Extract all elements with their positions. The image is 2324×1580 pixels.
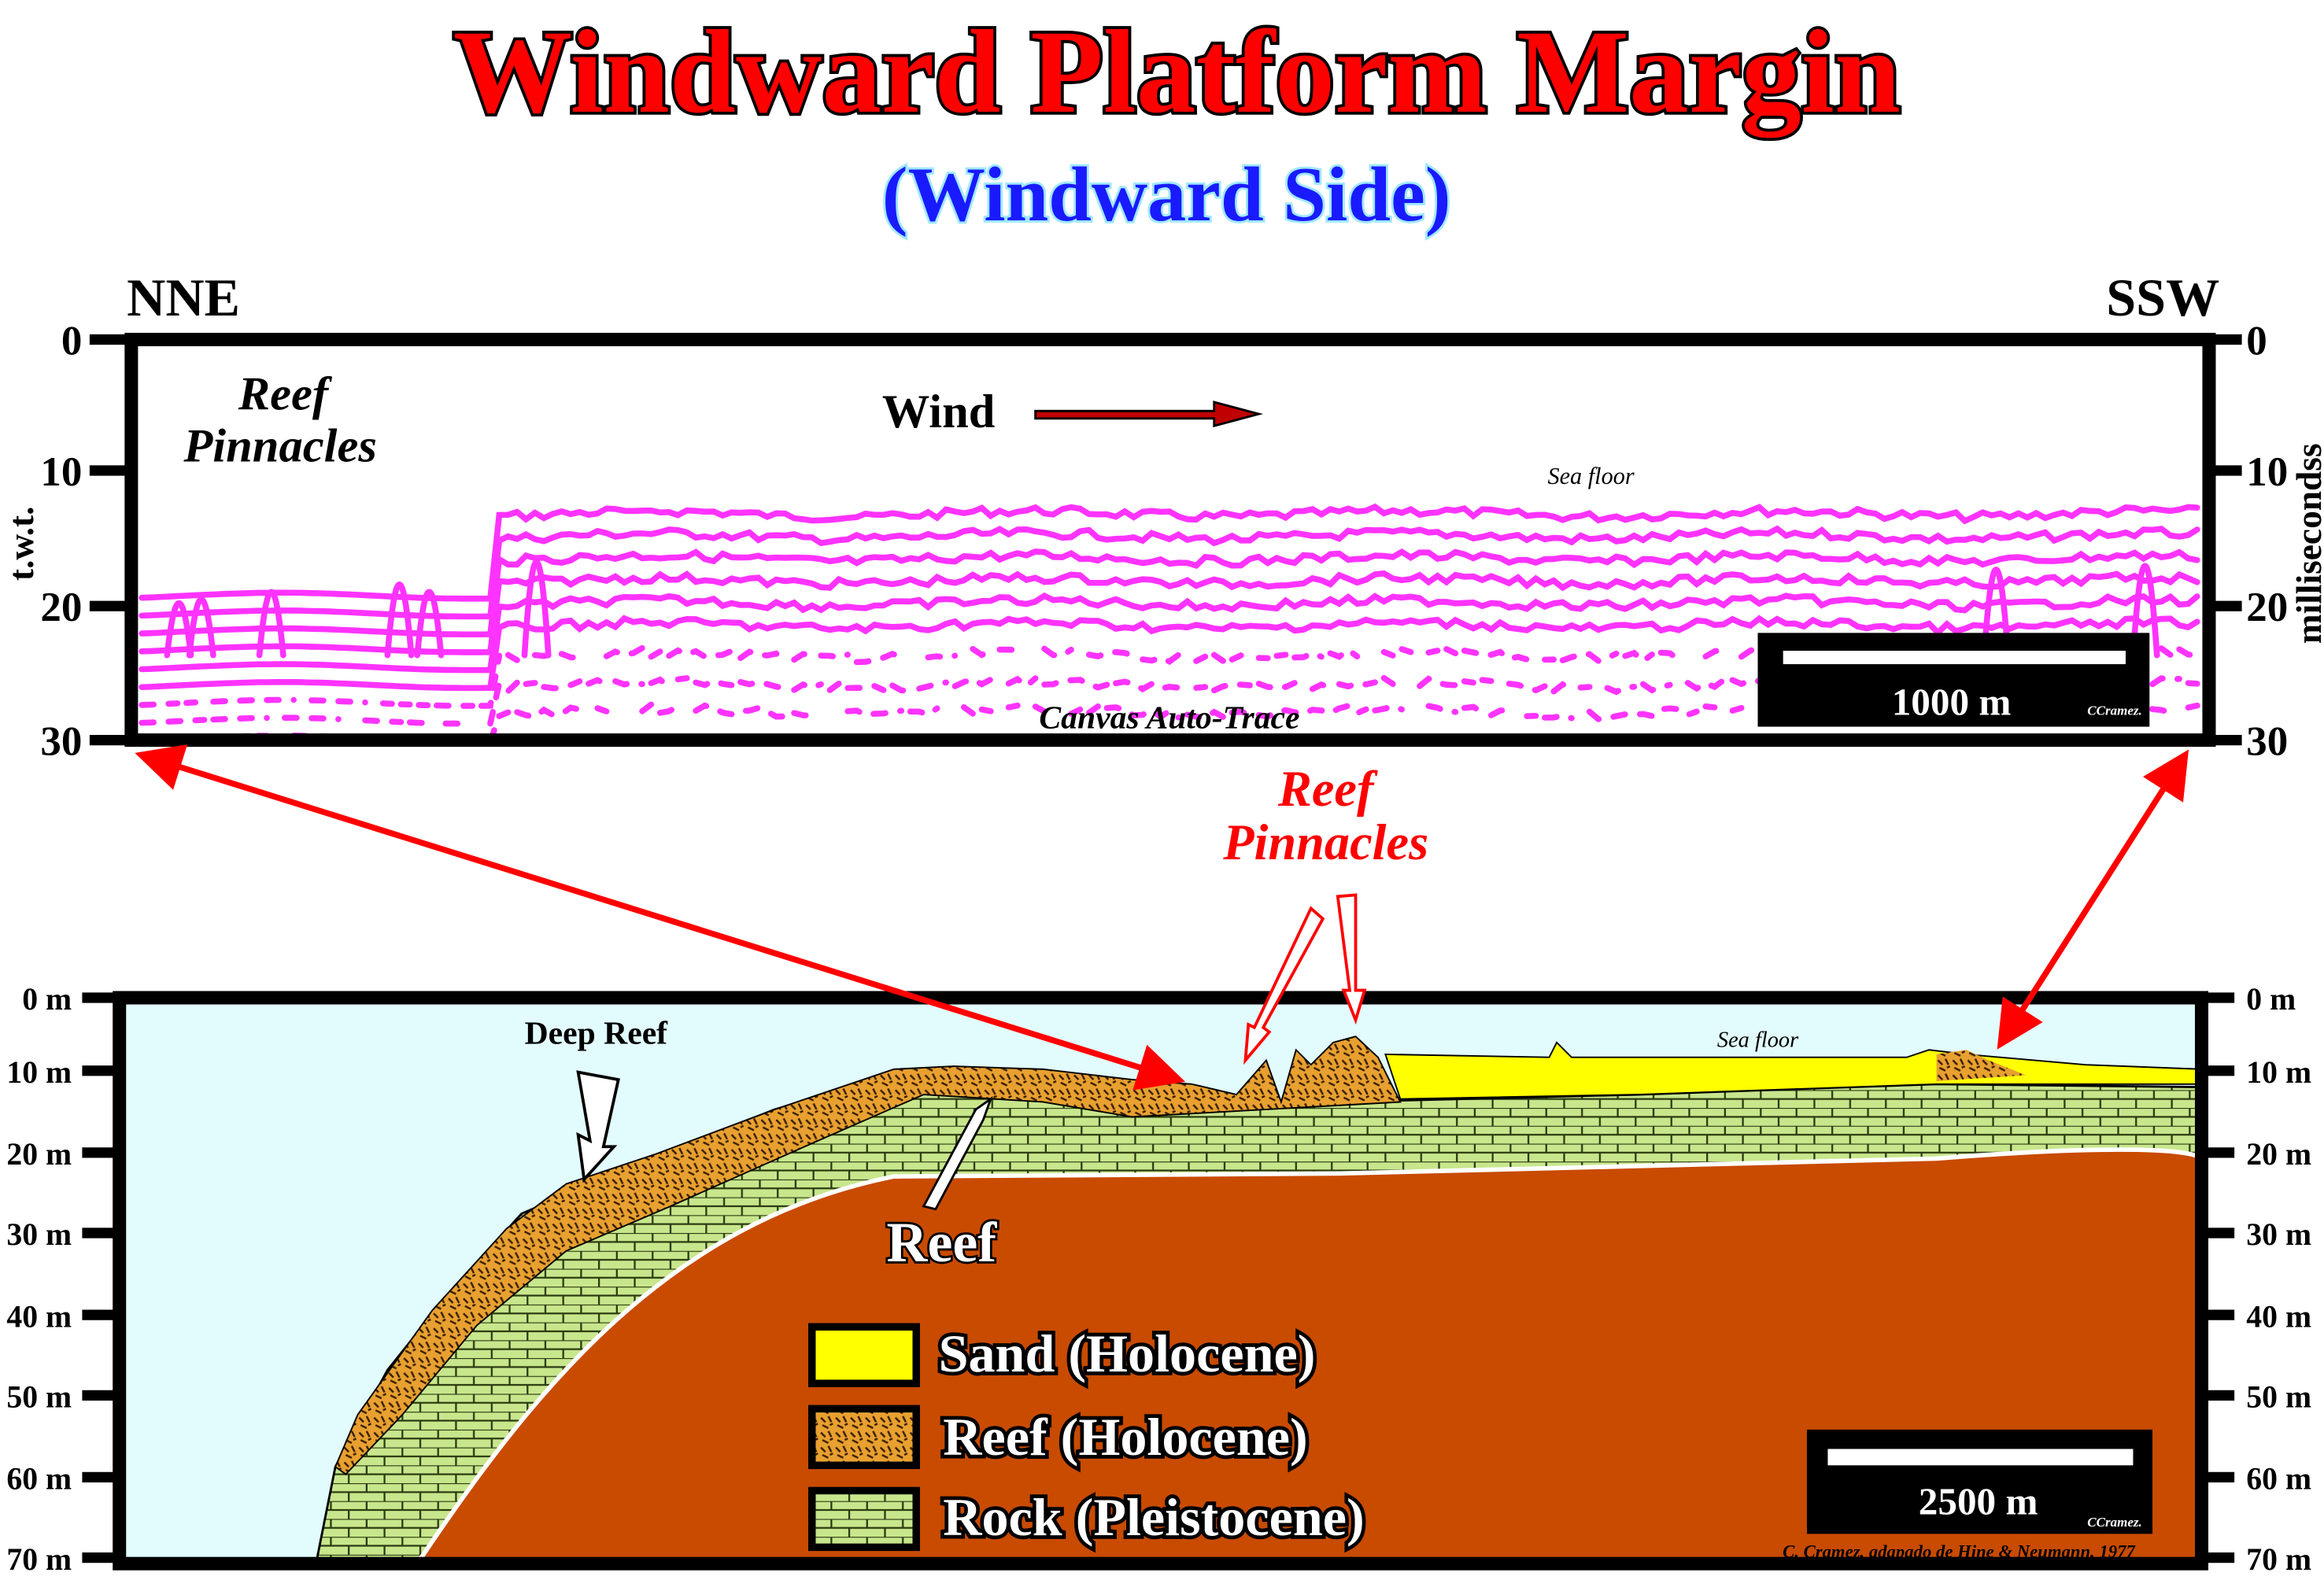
- deep-reef-label: Deep Reef: [525, 1016, 669, 1052]
- reef-pinnacles-label-2: Pinnacles: [183, 420, 377, 473]
- legend: Sand (Holocene) Reef (Holocene) Rock (Pl…: [808, 1320, 1368, 1552]
- canvas-auto-trace-label: Canvas Auto-Trace: [1039, 700, 1299, 736]
- seis-tick-left-20: 20: [40, 585, 82, 630]
- seis-sea-floor-label: Sea floor: [1547, 463, 1634, 489]
- seismic-pinnacle: [521, 559, 552, 659]
- section-scale-signature: CCramez.: [2087, 1515, 2142, 1530]
- section-tick-right: 60 m: [2246, 1462, 2311, 1497]
- wind-label: Wind: [882, 386, 996, 438]
- section-scale-bar: 2500 m CCramez.: [1806, 1429, 2153, 1534]
- section-tick-right: 30 m: [2246, 1217, 2311, 1252]
- section-tick-left: 70 m: [6, 1542, 72, 1577]
- sand-layer: [1384, 1041, 2203, 1100]
- legend-swatch-sand: [808, 1323, 920, 1387]
- seis-tick-left-0: 0: [61, 318, 82, 364]
- seismic-panel: 0 10 20 30 0 10 20 30 t.w.t. millisecond…: [2, 318, 2324, 764]
- section-tick-right: 20 m: [2246, 1137, 2311, 1172]
- seismic-pinnacle: [2130, 563, 2160, 659]
- seismic-pinnacle: [1981, 567, 2012, 659]
- reef-arrow-icon: [922, 1095, 993, 1211]
- section-tick-left: 60 m: [6, 1462, 72, 1497]
- seis-left-axis-label: t.w.t.: [2, 506, 41, 581]
- subtitle: (Windward Side): [882, 152, 1451, 238]
- title: Windward Platform Margin: [453, 6, 1901, 138]
- seismic-pinnacle: [256, 589, 286, 659]
- section-tick-left: 50 m: [6, 1379, 72, 1414]
- seis-scale-signature: CCramez.: [2087, 703, 2142, 718]
- section-tick-right: 50 m: [2246, 1379, 2311, 1414]
- pinnacle-arrow-icon-1: [1243, 906, 1325, 1065]
- seis-scale-bar: 1000 m CCramez.: [1757, 633, 2150, 727]
- legend-label-sand: Sand (Holocene): [939, 1323, 1316, 1383]
- legend-label-reef: Reef (Holocene): [943, 1407, 1307, 1467]
- wind-arrow-icon: [1034, 401, 1264, 428]
- reef-pinnacles-label-1: Reef: [238, 367, 333, 420]
- direction-right: SSW: [2106, 268, 2219, 327]
- section-tick-left: 0 m: [22, 982, 72, 1017]
- seis-scale-label: 1000 m: [1892, 680, 2012, 723]
- seis-tick-right-10: 10: [2246, 449, 2288, 495]
- pinnacle-arrow-icon-2: [1336, 893, 1367, 1025]
- seis-tick-right-0: 0: [2246, 318, 2267, 364]
- section-scale-label: 2500 m: [1919, 1480, 2038, 1523]
- section-sea-floor-label: Sea floor: [1717, 1028, 1799, 1052]
- reef-deposits: [334, 1035, 1402, 1475]
- seis-tick-right-30: 30: [2246, 719, 2288, 765]
- section-tick-left: 10 m: [6, 1055, 72, 1090]
- reef-label: Reef: [887, 1211, 998, 1274]
- seismic-reflector: [139, 548, 2200, 638]
- seismic-pinnacle: [414, 589, 445, 659]
- section-tick-left: 30 m: [6, 1217, 72, 1252]
- seis-tick-left-30: 30: [40, 719, 82, 765]
- correlation-arrow-left: [135, 744, 1186, 1091]
- seismic-reflector: [139, 525, 2200, 620]
- seismic-pinnacle: [186, 596, 216, 659]
- legend-label-rock: Rock (Pleistocene): [943, 1487, 1364, 1547]
- direction-left: NNE: [127, 268, 240, 327]
- section-tick-left: 20 m: [6, 1137, 72, 1172]
- deep-reef-arrow-icon: [576, 1070, 620, 1183]
- section-tick-right: 40 m: [2246, 1299, 2311, 1334]
- legend-swatch-reef: [808, 1405, 920, 1470]
- seis-tick-right-20: 20: [2246, 585, 2288, 630]
- seismic-reflector: [139, 570, 2200, 655]
- seis-right-axis-label: millisecondss: [2289, 443, 2324, 644]
- section-tick-right: 70 m: [2246, 1542, 2311, 1577]
- seismic-reflectors: [139, 503, 2200, 745]
- seis-tick-left-10: 10: [40, 449, 82, 495]
- credit: C. Cramez, adapado de Hine & Neumann, 19…: [1783, 1542, 2136, 1562]
- cross-section-panel: 0 m 0 m 10 m 10 m 20 m 20 m 30 m 30 m 40 m 40 m 50…: [6, 982, 2311, 1577]
- seismic-pinnacle: [384, 581, 415, 659]
- callout-reef-pinnacles-2: Pinnacles: [1222, 814, 1428, 870]
- section-tick-right: 0 m: [2246, 982, 2296, 1017]
- legend-swatch-rock: [808, 1486, 920, 1552]
- seismic-reflector: [139, 503, 2200, 602]
- callout-reef-pinnacles-1: Reef: [1277, 761, 1378, 817]
- seismic-pinnacle: [164, 600, 194, 659]
- section-tick-left: 40 m: [6, 1299, 72, 1334]
- correlation-arrow-right: [1997, 749, 2189, 1050]
- section-tick-right: 10 m: [2246, 1055, 2311, 1090]
- seismic-reflector: [139, 615, 2200, 692]
- seismic-reflector: [139, 592, 2200, 674]
